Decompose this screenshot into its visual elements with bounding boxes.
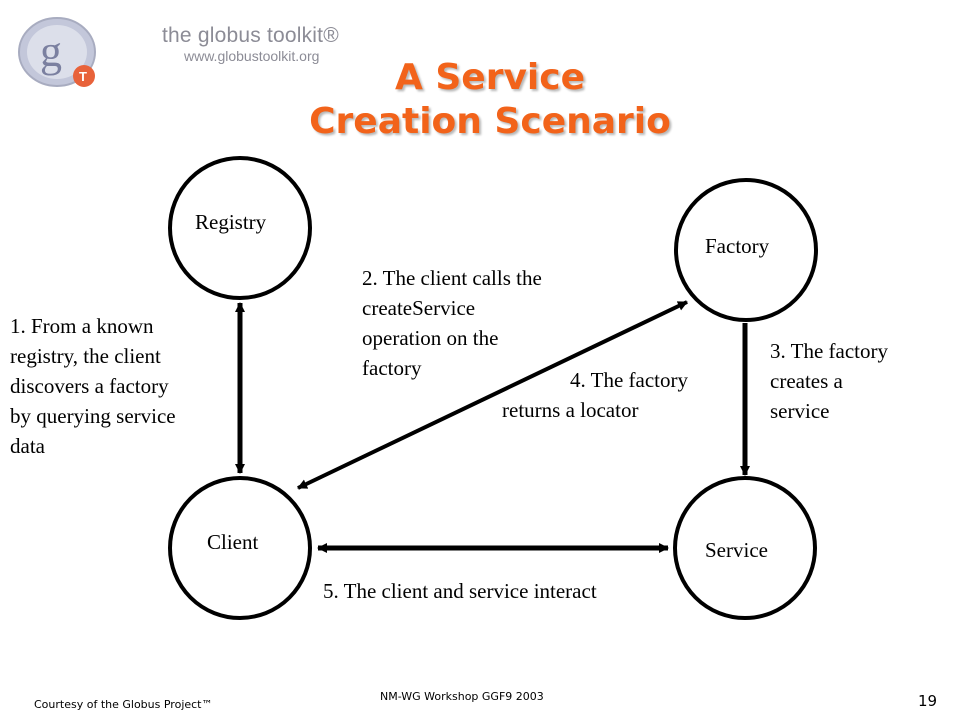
slide-title: A Service Creation Scenario — [240, 56, 740, 144]
step-1-line: registry, the client — [10, 344, 161, 368]
factory-node — [674, 178, 818, 322]
client-node — [168, 476, 312, 620]
registry-label: Registry — [195, 210, 267, 234]
step-3-line: service — [770, 399, 830, 423]
step-4-line: returns a locator — [502, 398, 639, 422]
step-1-line: 1. From a known — [10, 314, 154, 338]
step-2-line: operation on the — [362, 326, 499, 350]
step-1-line: by querying service — [10, 404, 176, 428]
step-5-note: 5. The client and service interact — [323, 579, 597, 603]
step-1-line: discovers a factory — [10, 374, 169, 398]
client-label: Client — [207, 530, 259, 554]
step-2-line: createService — [362, 296, 476, 320]
event-footer: NM-WG Workshop GGF9 2003 — [380, 690, 544, 703]
logo-url: www.globustoolkit.org — [184, 48, 320, 64]
step-4-line: 4. The factory — [570, 368, 688, 392]
logo-badge-icon — [73, 65, 95, 87]
step-3-line: 3. The factory — [770, 339, 888, 363]
step-2-note: 2. The client calls the createService op… — [362, 263, 602, 383]
registry-node — [168, 156, 312, 300]
title-line-2: Creation Scenario — [309, 101, 671, 142]
title-line-1: A Service — [394, 57, 586, 98]
globus-logo-mark-icon: g T — [18, 17, 96, 87]
step-3-line: creates a — [770, 369, 843, 393]
logo-g-letter: g — [40, 27, 62, 76]
logo-name: the globus toolkit® — [162, 24, 339, 47]
factory-label: Factory — [705, 234, 770, 258]
step-1-line: data — [10, 434, 45, 458]
page-number: 19 — [918, 692, 938, 710]
client-factory-arrow — [297, 300, 688, 490]
service-label: Service — [705, 538, 768, 562]
step-3-note: 3. The factory creates a service — [770, 336, 940, 426]
service-node — [673, 476, 817, 620]
step-2-line: factory — [362, 356, 422, 380]
globus-toolkit-logo: g T the globus toolkit® www.globustoolki… — [12, 10, 339, 96]
step-1-note: 1. From a known registry, the client dis… — [10, 311, 240, 461]
step-2-line: 2. The client calls the — [362, 266, 542, 290]
logo-badge-letter: T — [79, 69, 87, 84]
courtesy-footer: Courtesy of the Globus Project™ — [34, 698, 213, 711]
